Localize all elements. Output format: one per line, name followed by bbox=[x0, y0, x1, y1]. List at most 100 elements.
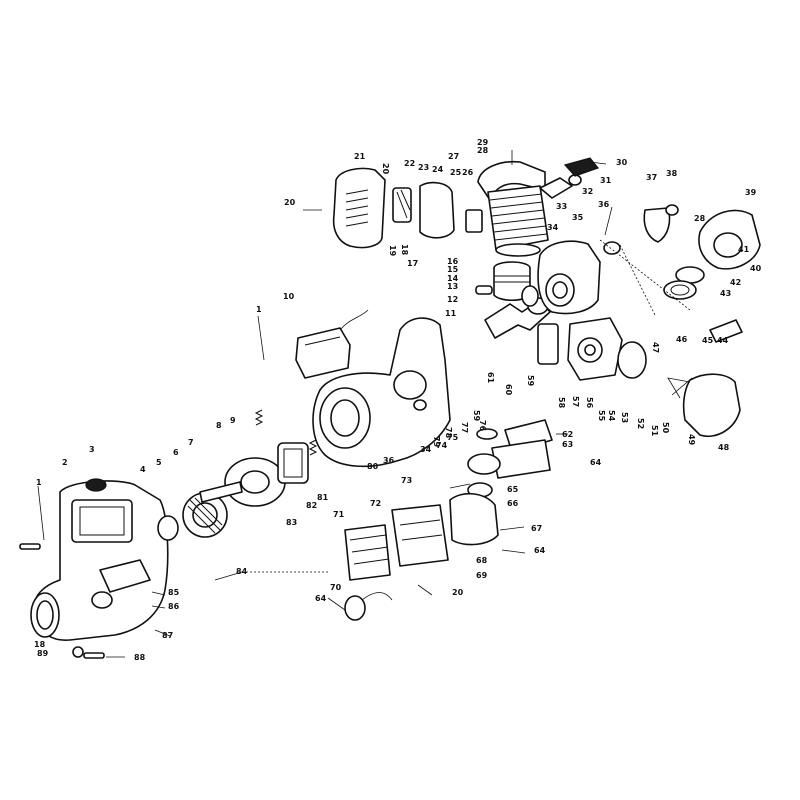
washer-bottom bbox=[72, 646, 84, 658]
callout-85: 85 bbox=[168, 588, 180, 597]
callout-44: 44 bbox=[717, 336, 729, 345]
callout-16: 16 bbox=[447, 257, 459, 266]
callout-8: 8 bbox=[216, 421, 222, 430]
callout-64: 64 bbox=[534, 546, 546, 555]
callout-88: 88 bbox=[134, 653, 146, 662]
callout-43: 43 bbox=[720, 289, 731, 298]
callout-66: 66 bbox=[507, 499, 519, 508]
fan-housing bbox=[30, 480, 169, 641]
callout-83: 83 bbox=[286, 518, 297, 527]
callout-3: 3 bbox=[89, 445, 95, 454]
adapter-gasket bbox=[91, 591, 113, 609]
callout-52: 52 bbox=[636, 418, 645, 429]
callout-77: 77 bbox=[460, 422, 469, 433]
callout-20: 20 bbox=[284, 198, 296, 207]
callout-42: 42 bbox=[730, 278, 741, 287]
callout-38: 38 bbox=[666, 169, 678, 178]
fan-pulley bbox=[157, 492, 228, 541]
callout-58: 58 bbox=[557, 397, 566, 409]
callout-84: 84 bbox=[236, 567, 248, 576]
callout-23: 23 bbox=[418, 163, 429, 172]
screw-bottom bbox=[83, 652, 105, 659]
callout-26: 26 bbox=[462, 168, 474, 177]
callout-4: 4 bbox=[140, 465, 146, 474]
callout-57: 57 bbox=[571, 396, 580, 407]
callout-59: 59 bbox=[526, 375, 535, 387]
starter-cover bbox=[682, 373, 741, 437]
starter-handle bbox=[709, 319, 743, 343]
callout-63: 63 bbox=[562, 440, 573, 449]
callout-60: 60 bbox=[504, 384, 513, 396]
ignition-unit bbox=[344, 595, 366, 621]
callout-20: 20 bbox=[381, 163, 390, 175]
piston bbox=[493, 261, 531, 302]
callout-51: 51 bbox=[650, 425, 659, 437]
callout-86: 86 bbox=[168, 602, 180, 611]
callout-50: 50 bbox=[661, 422, 670, 434]
callout-45: 45 bbox=[702, 336, 714, 345]
flywheel bbox=[199, 457, 286, 507]
callout-1: 1 bbox=[256, 305, 262, 314]
crankcase-half bbox=[537, 240, 601, 315]
spark-plug bbox=[539, 174, 582, 199]
callout-2: 2 bbox=[62, 458, 68, 467]
callout-75: 75 bbox=[447, 433, 459, 442]
callout-56: 56 bbox=[585, 397, 594, 409]
callout-39: 39 bbox=[745, 188, 757, 197]
spring-right bbox=[308, 439, 318, 456]
callout-67: 67 bbox=[531, 524, 542, 533]
callout-76: 76 bbox=[478, 420, 487, 432]
callout-28: 28 bbox=[694, 214, 706, 223]
carburetor bbox=[567, 317, 623, 381]
callout-13: 13 bbox=[447, 282, 458, 291]
callout-69: 69 bbox=[476, 571, 488, 580]
callout-62: 62 bbox=[562, 430, 573, 439]
callout-22: 22 bbox=[404, 159, 415, 168]
callout-33: 33 bbox=[556, 202, 567, 211]
callout-27: 27 bbox=[448, 152, 459, 161]
callout-79: 79 bbox=[432, 436, 441, 448]
callout-28: 28 bbox=[477, 146, 489, 155]
recoil-starter-housing bbox=[698, 209, 761, 270]
callout-19: 19 bbox=[388, 245, 397, 257]
callout-11: 11 bbox=[445, 309, 457, 318]
shield-bracket bbox=[344, 524, 391, 581]
leader-lines bbox=[37, 150, 693, 658]
callout-59: 59 bbox=[472, 410, 481, 422]
callout-9: 9 bbox=[230, 416, 236, 425]
callout-21: 21 bbox=[354, 152, 366, 161]
intake-gasket bbox=[537, 323, 559, 365]
callout-1: 1 bbox=[36, 478, 42, 487]
crankcase bbox=[312, 317, 451, 468]
callout-18: 18 bbox=[400, 244, 409, 256]
fuel-tank bbox=[449, 492, 499, 546]
callout-34: 34 bbox=[547, 223, 559, 232]
callout-17: 17 bbox=[407, 259, 418, 268]
callout-14: 14 bbox=[447, 274, 459, 283]
carburetor-gasket bbox=[465, 209, 483, 233]
callout-labels: 1123456789101112131415161718181920202021… bbox=[34, 138, 762, 662]
callout-7: 7 bbox=[188, 438, 194, 447]
ignition-module bbox=[277, 442, 309, 484]
callout-46: 46 bbox=[676, 335, 688, 344]
callout-55: 55 bbox=[597, 410, 606, 422]
callout-82: 82 bbox=[306, 501, 317, 510]
intake-adapter bbox=[99, 559, 151, 593]
callout-36: 36 bbox=[598, 200, 610, 209]
callout-54: 54 bbox=[607, 410, 616, 422]
callout-72: 72 bbox=[370, 499, 381, 508]
callout-80: 80 bbox=[367, 462, 379, 471]
air-filter-base bbox=[419, 181, 455, 239]
callout-25: 25 bbox=[450, 168, 462, 177]
callout-37: 37 bbox=[646, 173, 657, 182]
callout-87: 87 bbox=[162, 631, 173, 640]
gasket-disc bbox=[476, 428, 498, 440]
callout-6: 6 bbox=[173, 448, 179, 457]
callout-10: 10 bbox=[283, 292, 295, 301]
callout-15: 15 bbox=[447, 265, 459, 274]
callout-30: 30 bbox=[616, 158, 628, 167]
callout-29: 29 bbox=[477, 138, 489, 147]
callout-78: 78 bbox=[444, 427, 453, 439]
crank-washer bbox=[603, 241, 621, 255]
